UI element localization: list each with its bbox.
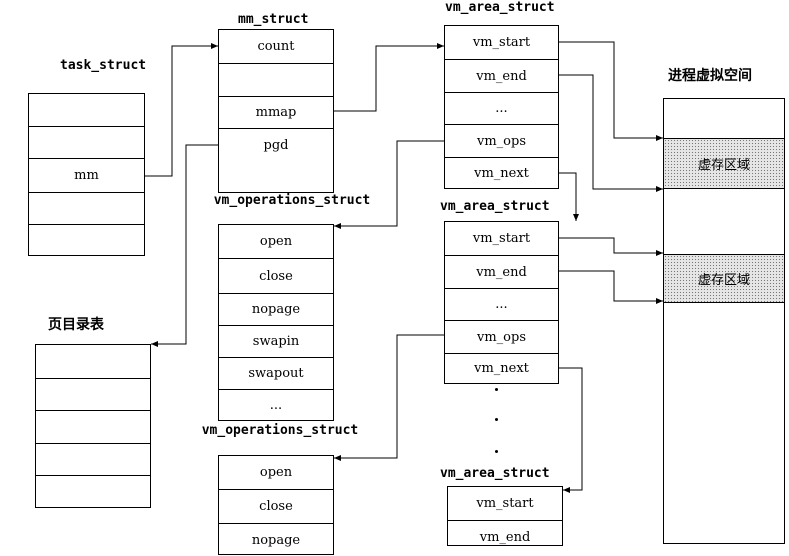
vm-ops-field-ellipsis: ...	[219, 389, 333, 420]
page-directory-title: 页目录表	[48, 317, 104, 333]
vm-area-struct-title-3: vm_area_struct	[440, 466, 550, 481]
arrow-mm-to-mm-struct	[140, 43, 218, 177]
virtual-memory-region-2: 虚存区域	[664, 254, 784, 303]
vm-area-struct-box-1: vm_start vm_end ... vm_ops vm_next	[444, 25, 559, 189]
arrow-vm-next-1	[558, 172, 579, 221]
arrow-vm-ops-2	[334, 334, 444, 461]
vm-area-struct-title-1: vm_area_struct	[445, 0, 555, 15]
arrow-vm-ops-1	[334, 140, 444, 229]
page-dir-entry	[36, 345, 150, 378]
vm-area-field-vm-next: vm_next	[445, 353, 558, 383]
arrow-pgd-to-page-dir	[151, 144, 218, 347]
arrow-mmap-to-vm-area	[333, 43, 444, 112]
vm-area-field-ellipsis: ...	[445, 288, 558, 320]
vm-area-struct-box-3: vm_start vm_end	[447, 486, 563, 546]
vm-operations-struct-title-1: vm_operations_struct	[213, 193, 371, 208]
arrow-vm-next-2	[558, 367, 583, 493]
vm-ops-field-open: open	[259, 234, 293, 249]
page-dir-entry	[36, 475, 150, 507]
vm-ops-field-close: close	[219, 489, 333, 523]
task-struct-title: task_struct	[60, 58, 147, 73]
vm-area-field-vm-end: vm_end	[445, 59, 558, 92]
process-virtual-space-box: 虚存区域 虚存区域	[663, 98, 785, 544]
task-struct-field	[29, 224, 144, 255]
page-dir-entry	[36, 443, 150, 475]
vm-ops-field-swapin: swapin	[219, 325, 333, 357]
continuation-dot	[495, 388, 498, 391]
task-struct-box: mm	[28, 93, 145, 256]
vm-area-struct-box-2: vm_start vm_end ... vm_ops vm_next	[444, 221, 559, 384]
vm-area-field-ellipsis: ...	[445, 92, 558, 124]
page-dir-entry	[36, 410, 150, 443]
vm-ops-field-open: open	[259, 465, 293, 480]
vm-area-field-vm-next: vm_next	[445, 157, 558, 188]
vm-ops-field-swapout: swapout	[219, 357, 333, 389]
vm-area-field-vm-end: vm_end	[448, 520, 562, 553]
arrow-vm-start-2	[558, 237, 663, 256]
mm-struct-field-pgd: pgd	[219, 128, 333, 161]
continuation-dot	[495, 450, 498, 453]
vm-area-field-vm-ops: vm_ops	[445, 320, 558, 353]
mm-struct-field-mmap: mmap	[219, 96, 333, 128]
task-struct-field	[29, 192, 144, 224]
arrow-vm-end-1	[558, 74, 663, 192]
arrow-vm-start-1	[558, 41, 663, 141]
vm-area-field-vm-start: vm_start	[476, 496, 534, 511]
vm-area-field-vm-start: vm_start	[472, 35, 531, 50]
vm-operations-struct-title-2: vm_operations_struct	[201, 423, 359, 438]
vm-area-field-vm-end: vm_end	[445, 255, 558, 288]
virtual-memory-region-1: 虚存区域	[664, 138, 784, 189]
mm-struct-field	[219, 63, 333, 96]
vm-ops-field-nopage: nopage	[219, 293, 333, 325]
task-struct-field	[29, 94, 144, 126]
mm-struct-field-count: count	[257, 39, 295, 54]
arrow-vm-end-2	[558, 270, 663, 304]
connector-layer	[140, 41, 663, 493]
vm-area-struct-title-2: vm_area_struct	[440, 199, 550, 214]
task-struct-field-mm: mm	[29, 158, 144, 192]
continuation-dot	[495, 418, 498, 421]
page-directory-box	[35, 344, 151, 508]
page-dir-entry	[36, 378, 150, 410]
vm-operations-struct-box-2: open close nopage	[218, 455, 334, 555]
task-struct-field	[29, 126, 144, 158]
vm-area-field-vm-start: vm_start	[472, 231, 531, 246]
mm-struct-title: mm_struct	[238, 12, 309, 27]
vm-operations-struct-box-1: open close nopage swapin swapout ...	[218, 224, 334, 421]
vm-area-field-vm-ops: vm_ops	[445, 124, 558, 157]
mm-struct-box: count mmap pgd	[218, 29, 334, 193]
diagram-canvas: task_struct mm_struct vm_area_struct vm_…	[28, 0, 785, 555]
process-virtual-space-title: 进程虚拟空间	[668, 68, 752, 84]
vm-ops-field-close: close	[219, 258, 333, 293]
